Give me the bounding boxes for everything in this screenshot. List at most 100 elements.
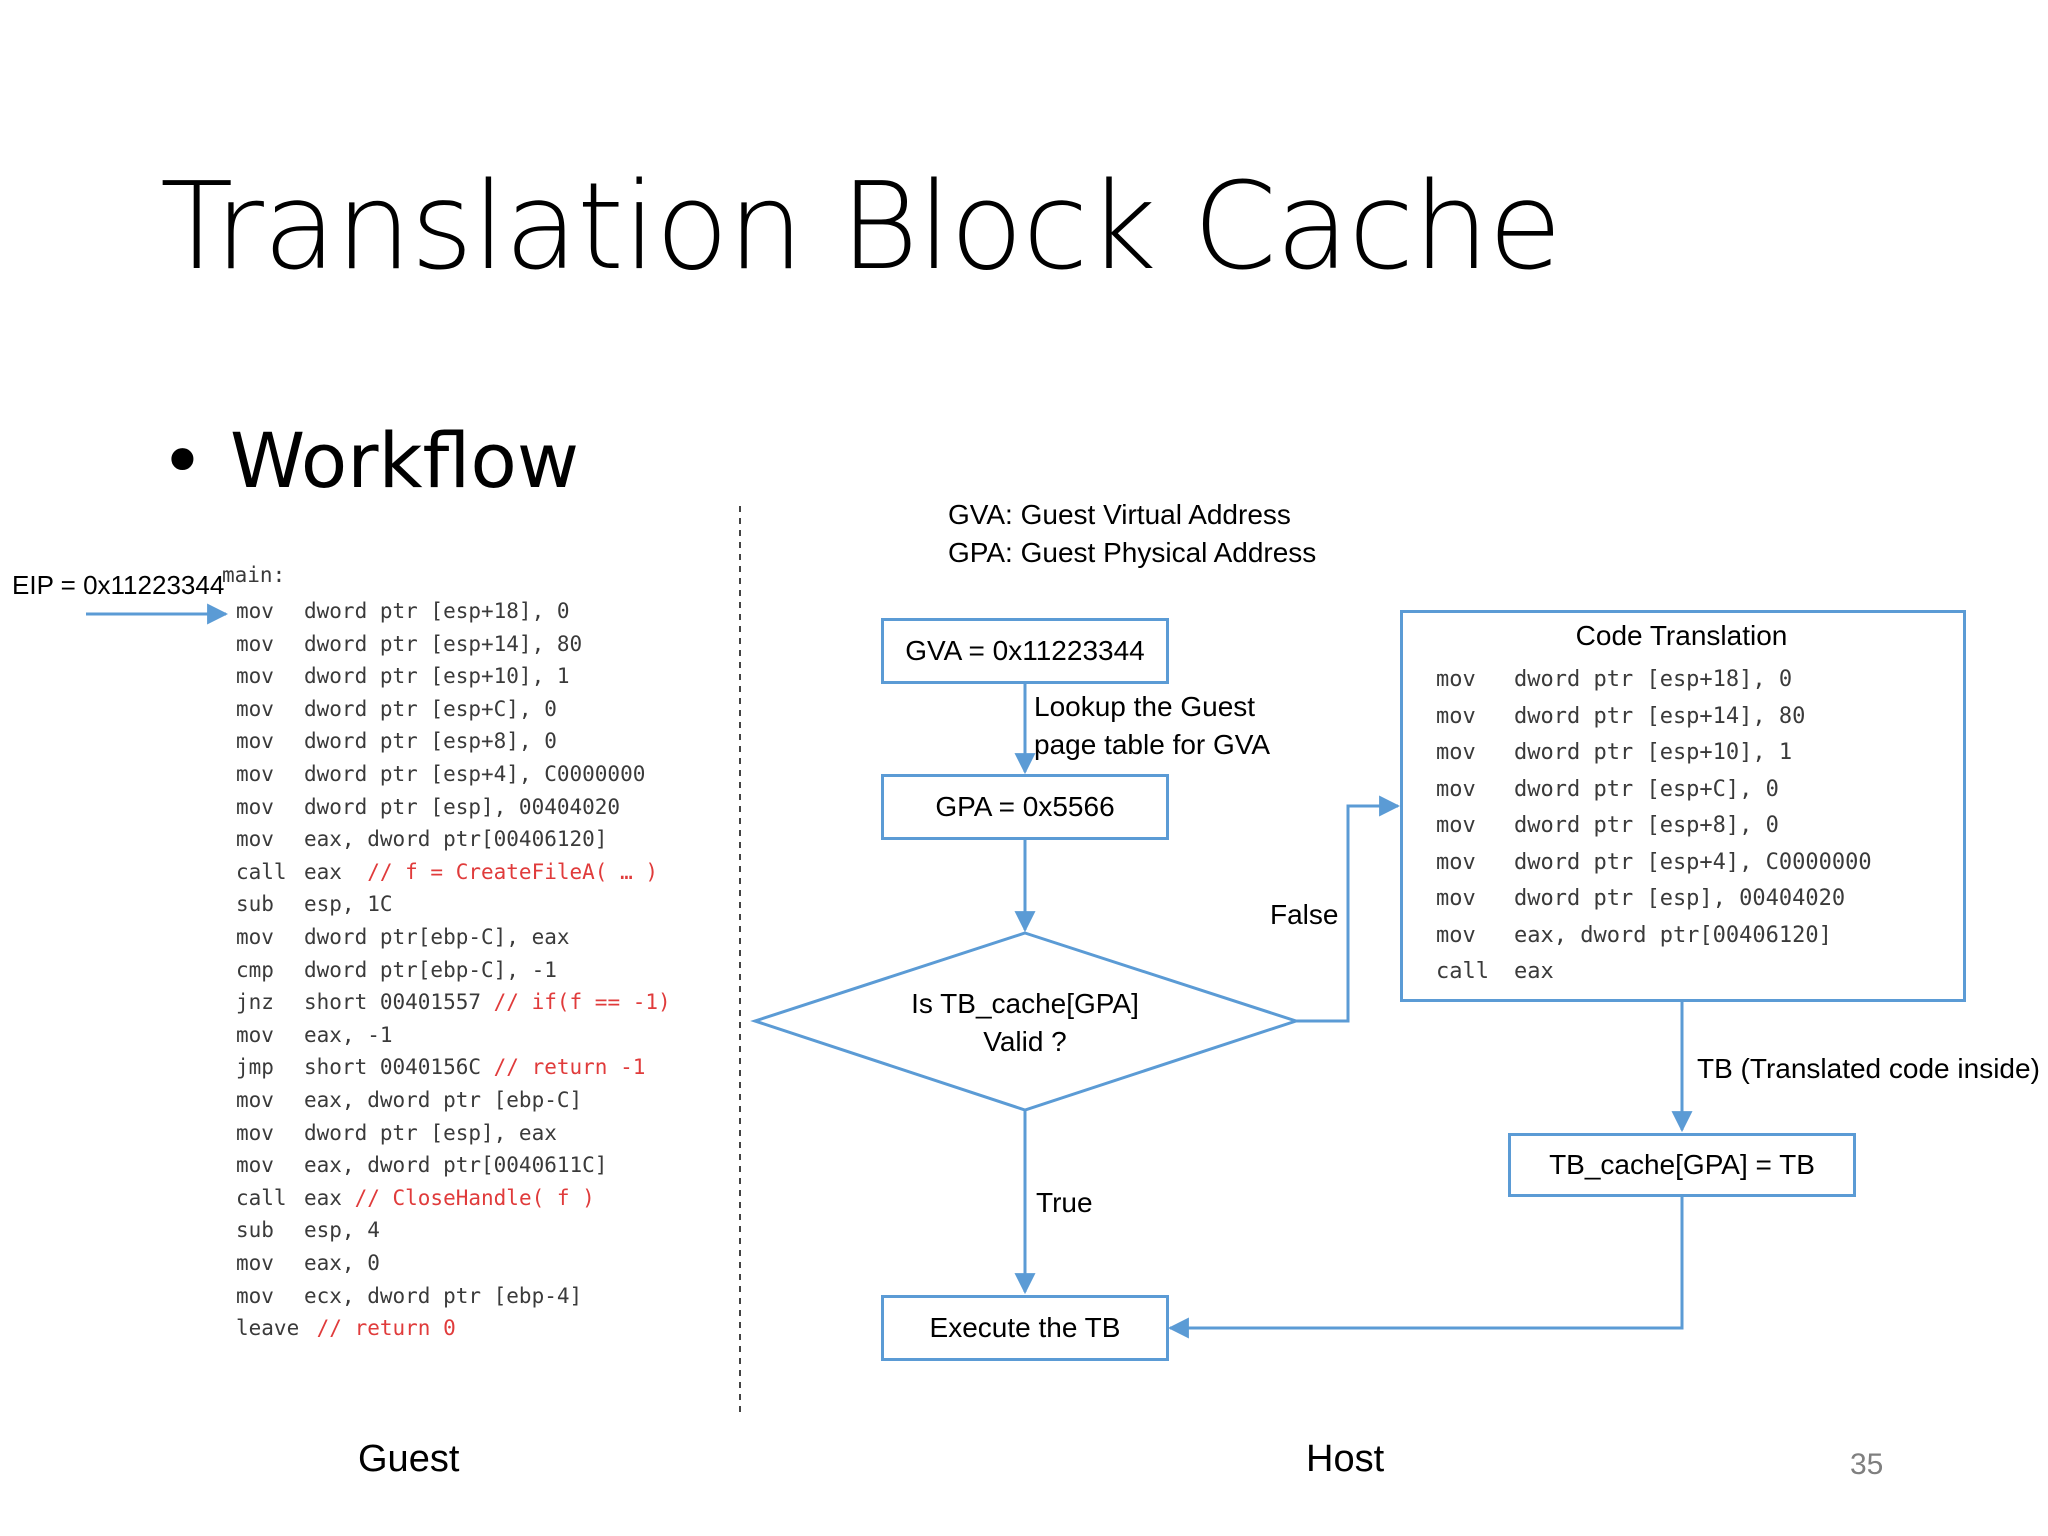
code-comment: // if(f == -1) xyxy=(493,990,671,1015)
lookup-label-line-2: page table for GVA xyxy=(1034,729,1271,760)
code-opcode: mov xyxy=(236,794,274,819)
translated-code-line: mov dword ptr [esp+14], 80 xyxy=(1436,699,1872,736)
code-line: mov dword ptr [esp], eax xyxy=(236,1117,557,1149)
code-operands: eax, dword ptr [ebp-C] xyxy=(304,1088,583,1112)
code-line: mov dword ptr [esp], 00404020 xyxy=(236,791,620,823)
translated-code-line: mov dword ptr [esp+10], 1 xyxy=(1436,735,1872,772)
code-operands: dword ptr[ebp-C], eax xyxy=(304,925,570,949)
code-opcode: leave xyxy=(236,1316,300,1341)
code-opcode: jmp xyxy=(236,1055,274,1080)
code-line: mov dword ptr [esp+18], 0 xyxy=(236,595,570,627)
slide-title: Translation Block Cache xyxy=(160,158,1562,297)
lookup-label: Lookup the Guest page table for GVA xyxy=(1034,688,1270,764)
code-line: cmp dword ptr[ebp-C], -1 xyxy=(236,954,557,986)
code-opcode: mov xyxy=(1436,703,1476,729)
false-arrow xyxy=(1296,795,1401,1023)
code-line: mov eax, dword ptr[00406120] xyxy=(236,823,607,855)
gva-box: GVA = 0x11223344 xyxy=(881,618,1169,684)
decision-label-line-2: Valid ? xyxy=(983,1026,1067,1057)
code-opcode: mov xyxy=(236,762,274,786)
code-operands: dword ptr [esp+14], 80 xyxy=(1514,703,1806,729)
bullet-text: Workflow xyxy=(230,416,579,505)
code-opcode: mov xyxy=(236,1153,274,1178)
code-operands: dword ptr [esp+4], C0000000 xyxy=(1514,849,1872,875)
code-opcode: mov xyxy=(236,1088,274,1112)
code-opcode: call xyxy=(1436,959,1489,984)
code-opcode: mov xyxy=(236,1120,274,1145)
code-operands: dword ptr [esp+8], 0 xyxy=(1514,813,1779,838)
page-number: 35 xyxy=(1850,1448,1884,1481)
code-operands: dword ptr [esp+18], 0 xyxy=(304,599,570,623)
code-opcode: cmp xyxy=(236,957,274,982)
code-opcode: mov xyxy=(1436,922,1476,948)
code-translation-title: Code Translation xyxy=(1575,620,1788,651)
code-comment: // CloseHandle( f ) xyxy=(354,1185,595,1210)
code-operands: eax xyxy=(304,1185,355,1210)
decision-label-line-1: Is TB_cache[GPA] xyxy=(911,988,1139,1019)
code-operands: eax, dword ptr[00406120] xyxy=(304,827,608,852)
true-label: True xyxy=(1036,1187,1093,1218)
code-opcode: mov xyxy=(236,827,274,852)
code-operands: dword ptr [esp], eax xyxy=(304,1120,557,1145)
code-operands: eax, dword ptr[00406120] xyxy=(1514,922,1832,948)
address-legend: GVA: Guest Virtual Address GPA: Guest Ph… xyxy=(948,496,1316,572)
translated-code-line: mov eax, dword ptr[00406120] xyxy=(1436,918,1872,955)
code-line: jmp short 0040156C // return -1 xyxy=(236,1051,645,1083)
execute-box: Execute the TB xyxy=(881,1295,1169,1361)
code-opcode: mov xyxy=(236,729,274,754)
code-operands: eax xyxy=(304,859,368,884)
code-line: leave // return 0 xyxy=(236,1312,456,1344)
lookup-label-line-1: Lookup the Guest xyxy=(1034,691,1256,722)
code-opcode: mov xyxy=(236,664,274,689)
code-operands: dword ptr [esp+10], 1 xyxy=(1514,740,1793,765)
code-comment: // return -1 xyxy=(493,1055,646,1080)
cache-to-execute-arrow xyxy=(1167,1197,1684,1339)
code-translation-box xyxy=(1400,610,1966,1002)
code-opcode: sub xyxy=(236,1218,274,1243)
code-opcode: mov xyxy=(1436,740,1476,765)
code-opcode: mov xyxy=(236,1283,274,1308)
code-line: mov eax, 0 xyxy=(236,1247,380,1279)
host-footer: Host xyxy=(1306,1438,1385,1480)
code-operands: dword ptr[ebp-C], -1 xyxy=(304,957,557,982)
code-operands: dword ptr [esp+18], 0 xyxy=(1514,667,1793,692)
code-operands: dword ptr [esp+C], 0 xyxy=(304,696,557,721)
legend-gpa: GPA: Guest Physical Address xyxy=(948,537,1317,568)
code-opcode: mov xyxy=(1436,776,1476,802)
code-operands: dword ptr [esp], 00404020 xyxy=(304,794,621,819)
code-operands: dword ptr [esp+14], 80 xyxy=(304,631,583,656)
code-operands: eax, 0 xyxy=(304,1251,380,1275)
code-opcode: sub xyxy=(236,892,274,917)
translated-code-line: mov dword ptr [esp+18], 0 xyxy=(1436,662,1872,699)
code-line: mov dword ptr [esp+10], 1 xyxy=(236,660,570,692)
bullet-workflow: •Workflow xyxy=(160,416,579,506)
code-opcode: mov xyxy=(236,1251,274,1275)
code-operands: dword ptr [esp+10], 1 xyxy=(304,664,570,689)
eip-label: EIP = 0x11223344 xyxy=(12,570,225,600)
decision-label: Is TB_cache[GPA] Valid ? xyxy=(885,985,1165,1061)
code-operands: eax, dword ptr[0040611C] xyxy=(304,1153,608,1178)
code-operands: dword ptr [esp+4], C0000000 xyxy=(304,762,646,786)
code-operands: short 00401557 xyxy=(304,990,494,1015)
code-operands: esp, 4 xyxy=(304,1218,380,1243)
code-opcode: call xyxy=(236,1185,287,1210)
code-operands: dword ptr [esp], 00404020 xyxy=(1514,886,1846,911)
code-opcode: mov xyxy=(236,599,274,623)
code-opcode: call xyxy=(236,859,287,884)
code-operands: eax, -1 xyxy=(304,1022,393,1047)
code-operands: dword ptr [esp+8], 0 xyxy=(304,729,557,754)
code-opcode: mov xyxy=(1436,667,1476,692)
false-label: False xyxy=(1270,899,1339,930)
code-operands: short 0040156C xyxy=(304,1055,494,1080)
